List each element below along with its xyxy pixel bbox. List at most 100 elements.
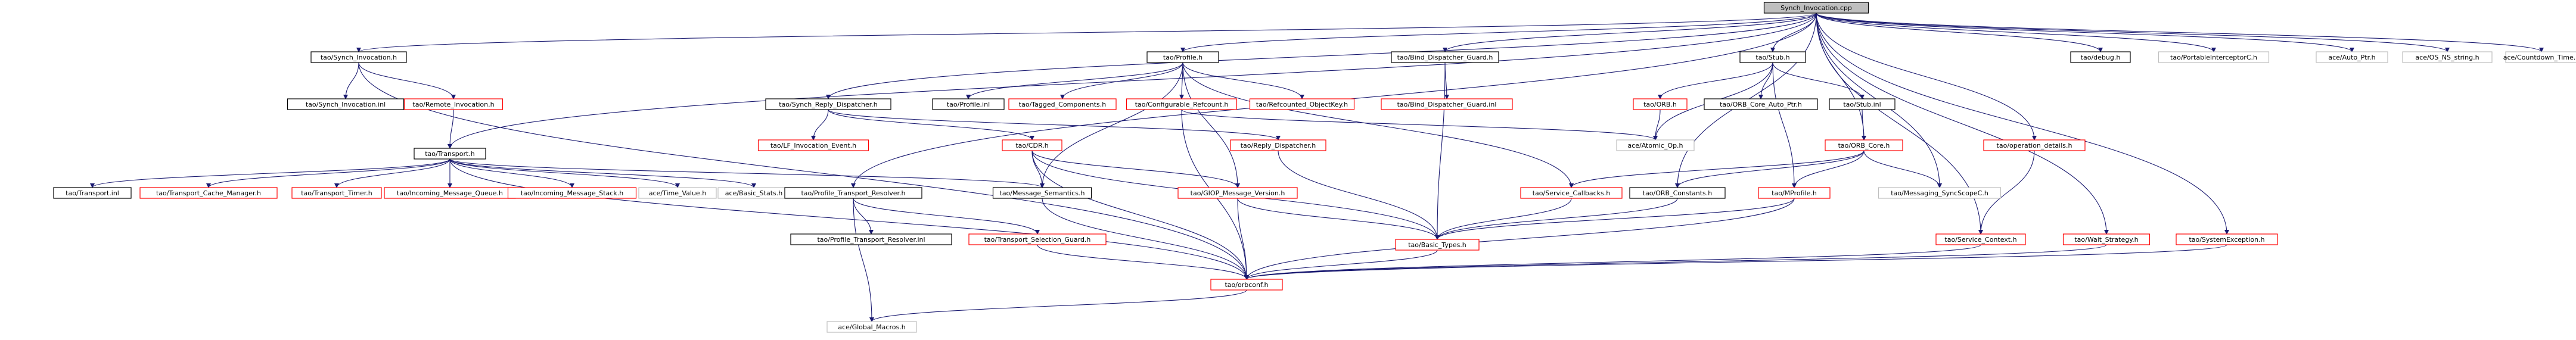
node-basicStats: ace/Basic_Stats.h [717,187,790,199]
edge-bindGuardH-to-basicTypes [1435,62,1446,240]
edge-profileTransportResolver-to-globalMacros [853,198,874,322]
node-synchReplyDispH[interactable]: tao/Synch_Reply_Dispatcher.h [765,98,891,110]
node-giopMessageVersion[interactable]: tao/GIOP_Message_Version.h [1177,187,1298,199]
edge-profileH-to-profileInl [966,62,1183,99]
node-autoPtr: ace/Auto_Ptr.h [2316,51,2388,63]
edge-remoteInvH-to-transportH [448,109,454,149]
node-globalMacros: ace/Global_Macros.h [826,321,917,333]
edge-root-to-portableInterceptorC [1816,13,2216,52]
node-serviceCallbacks[interactable]: tao/Service_Callbacks.h [1520,187,1623,199]
node-orbConstants[interactable]: tao/ORB_Constants.h [1629,187,1726,199]
node-label: ace/Global_Macros.h [838,323,905,331]
node-messageSemantics[interactable]: tao/Message_Semantics.h [992,187,1092,199]
node-stubH[interactable]: tao/Stub.h [1739,51,1806,63]
node-transportCacheManager[interactable]: tao/Transport_Cache_Manager.h [139,187,278,199]
node-box [2158,51,2270,63]
node-box [1829,98,1896,110]
edge-orbCoreH-to-serviceCallbacks [1569,150,1865,188]
node-label: ace/Countdown_Time.h [2503,54,2576,61]
node-orbH[interactable]: tao/ORB.h [1633,98,1688,110]
node-synchInvH[interactable]: tao/Synch_Invocation.h [310,51,407,63]
node-refcountedObjectKey[interactable]: tao/Refcounted_ObjectKey.h [1249,98,1355,110]
node-box [1395,239,1480,251]
edge-waitStrategy-to-orbconf [1244,244,2107,280]
edge-profileH-to-taggedComponentsH [1060,62,1183,99]
node-messagingSyncScopeC: tao/Messaging_SyncScopeC.h [1878,187,2002,199]
node-profileTransportResolverInl[interactable]: tao/Profile_Transport_Resolver.inl [790,233,952,245]
node-incomingMessageQueue[interactable]: tao/Incoming_Message_Queue.h [384,187,516,199]
node-mProfile[interactable]: tao/MProfile.h [1758,187,1831,199]
edge-synchInvH-to-synchInvInl [343,62,359,99]
edge-stubH-to-orbH [1658,62,1773,99]
edge-root-to-systemException [1816,13,2229,235]
node-box [757,139,869,151]
node-label: tao/Transport_Selection_Guard.h [984,236,1091,244]
node-box [2176,233,2278,245]
node-box [765,98,891,110]
node-synchInvInl[interactable]: tao/Synch_Invocation.inl [287,98,405,110]
node-profileH[interactable]: tao/Profile.h [1146,51,1219,63]
node-label: tao/MProfile.h [1772,189,1817,197]
node-label: tao/Profile_Transport_Resolver.inl [817,236,925,244]
edge-replyDispH-to-basicTypes [1278,150,1440,240]
node-cdrH[interactable]: tao/CDR.h [1002,139,1062,151]
edge-cdrH-to-giopMessageVersion [1031,150,1240,188]
edge-root-to-autoPtr [1816,13,2354,52]
edge-cdrH-to-messageSemantics [1031,150,1045,188]
node-incomingMessageStack[interactable]: tao/Incoming_Message_Stack.h [507,187,637,199]
node-operationDetails[interactable]: tao/operation_details.h [1983,139,2086,151]
node-transportH[interactable]: tao/Transport.h [414,148,486,160]
node-label: tao/Bind_Dispatcher_Guard.inl [1397,101,1497,108]
node-debugH[interactable]: tao/debug.h [2070,51,2131,63]
node-transportTimer[interactable]: tao/Transport_Timer.h [291,187,382,199]
node-taggedComponentsH[interactable]: tao/Tagged_Components.h [1008,98,1117,110]
node-systemException[interactable]: tao/SystemException.h [2176,233,2278,245]
node-configurableRefcount[interactable]: tao/Configurable_Refcount.h [1126,98,1238,110]
node-stubInl[interactable]: tao/Stub.inl [1829,98,1896,110]
node-profileTransportResolver[interactable]: tao/Profile_Transport_Resolver.h [784,187,922,199]
node-bindGuardH[interactable]: tao/Bind_Dispatcher_Guard.h [1391,51,1499,63]
edge-stubH-to-orbCoreAutoPtr [1758,62,1773,99]
edge-profileH-to-refcountedObjectKey [1182,62,1304,99]
node-box [1704,98,1818,110]
node-bindGuardInl[interactable]: tao/Bind_Dispatcher_Guard.inl [1381,98,1513,110]
node-label: tao/Profile_Transport_Resolver.h [801,189,905,197]
edge-basicTypes-to-orbconf [1244,249,1438,280]
node-profileInl[interactable]: tao/Profile.inl [932,98,1005,110]
node-label: tao/Transport.inl [66,189,119,197]
node-root[interactable]: Synch_Invocation.cpp [1763,2,1869,14]
node-label: tao/ORB_Core_Auto_Ptr.h [1720,101,1802,108]
node-label: tao/Refcounted_ObjectKey.h [1256,101,1348,108]
node-serviceContext[interactable]: tao/Service_Context.h [1935,233,2026,245]
node-label: tao/CDR.h [1015,142,1048,149]
node-waitStrategy[interactable]: tao/Wait_Strategy.h [2062,233,2151,245]
node-box [992,187,1092,199]
node-remoteInvH[interactable]: tao/Remote_Invocation.h [403,98,504,110]
edge-orbCoreH-to-orbConstants [1675,150,1865,188]
edge-serviceContext-to-orbconf [1244,244,1981,280]
edge-root-to-transportH [448,13,1817,149]
node-label: tao/Service_Context.h [1944,236,2016,244]
node-box [2402,51,2493,63]
node-basicTypes[interactable]: tao/Basic_Types.h [1395,239,1480,251]
edge-synchReplyDispH-to-cdrH [828,109,1034,141]
node-box [826,321,917,333]
node-box [287,98,405,110]
node-box [1520,187,1623,199]
node-orbconf[interactable]: tao/orbconf.h [1210,279,1283,291]
node-box [1763,2,1869,14]
edge-orbCoreH-to-messagingSyncScopeC [1863,150,1942,188]
edge-root-to-debugH [1816,13,2103,52]
edge-mProfile-to-orbconf [1244,198,1795,280]
node-transportInl[interactable]: tao/Transport.inl [53,187,132,199]
node-orbCoreAutoPtr[interactable]: tao/ORB_Core_Auto_Ptr.h [1704,98,1818,110]
node-transportSelectionGuard[interactable]: tao/Transport_Selection_Guard.h [968,233,1107,245]
node-box [790,233,952,245]
node-box [414,148,486,160]
node-orbCoreH[interactable]: tao/ORB_Core.h [1825,139,1903,151]
node-replyDispH[interactable]: tao/Reply_Dispatcher.h [1230,139,1326,151]
node-label: tao/Message_Semantics.h [1000,189,1085,197]
node-label: ace/Basic_Stats.h [725,189,782,197]
node-label: tao/Profile.inl [947,101,990,108]
node-lfInvEvent[interactable]: tao/LF_Invocation_Event.h [757,139,869,151]
